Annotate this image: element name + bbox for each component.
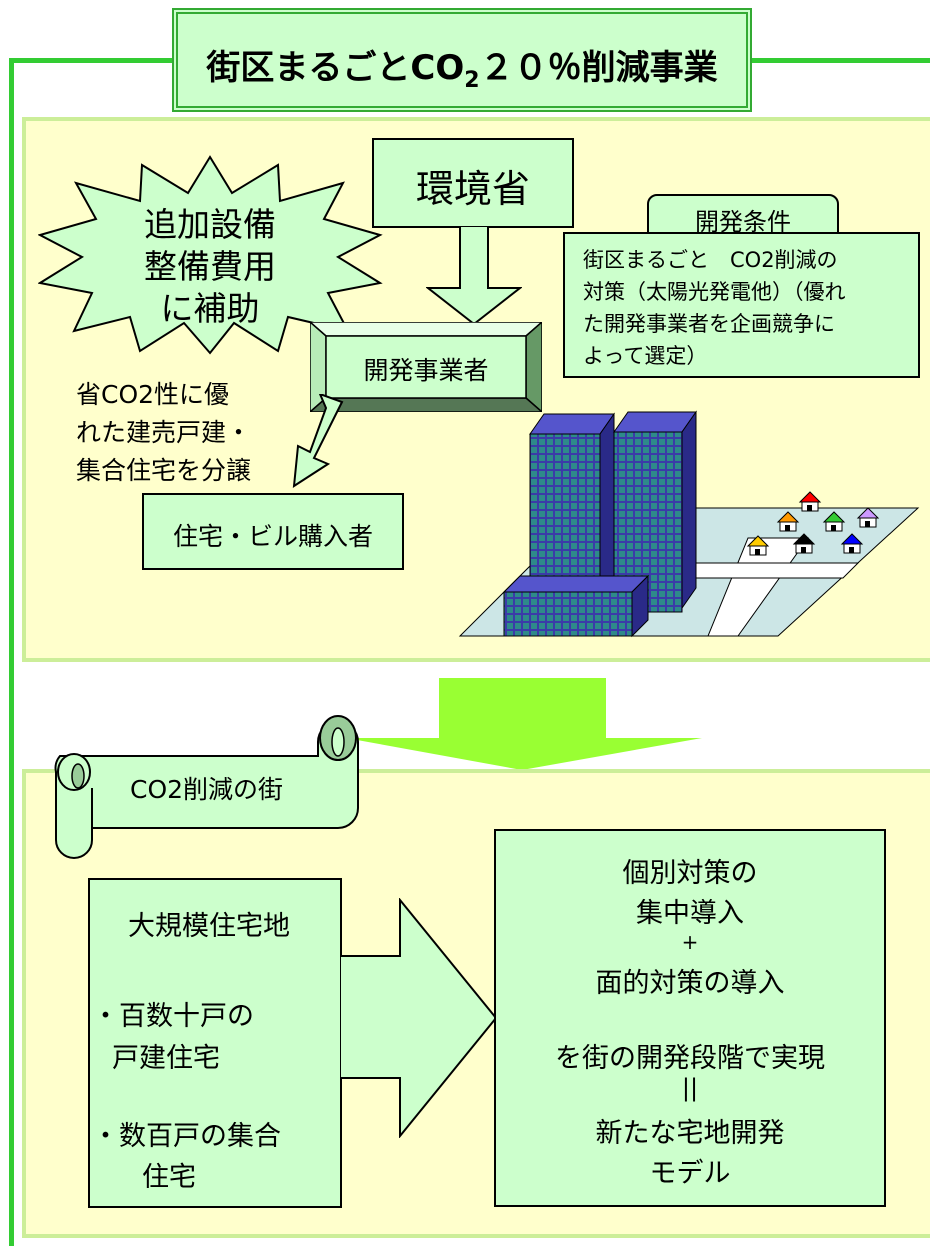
conditions-line-2: 対策（太陽光発電他）（優れ xyxy=(583,280,846,304)
right-line-4: 面的対策の導入 xyxy=(595,968,785,999)
left-line-3: 戸建住宅 xyxy=(112,1043,220,1074)
title-box: 街区まるごとCO2２０％削減事業 xyxy=(174,10,750,110)
right-line-7: 新たな宅地開発 xyxy=(595,1118,785,1149)
frame-top-left-line xyxy=(9,58,179,63)
ministry-down-arrow xyxy=(426,226,522,326)
left-line-1: 大規模住宅地 xyxy=(128,911,290,942)
left-line-2: ・百数十戸の xyxy=(92,1001,254,1032)
scroll-banner xyxy=(54,715,359,859)
right-arrow xyxy=(340,898,498,1138)
sell-line-1: 省CO2性に優 xyxy=(76,380,230,409)
frame-left-line xyxy=(9,60,14,1246)
right-result-box xyxy=(494,829,886,1207)
subsidy-line-2: 整備費用 xyxy=(144,247,276,286)
conditions-line-3: た開発事業者を企画競争に xyxy=(583,312,835,336)
subsidy-line-1: 追加設備 xyxy=(144,205,276,244)
conditions-title: 開発条件 xyxy=(695,208,791,236)
right-line-6: || xyxy=(681,1074,699,1102)
page-title: 街区まるごとCO2２０％削減事業 xyxy=(206,48,718,93)
buyer-box: 住宅・ビル購入者 xyxy=(142,493,404,570)
ministry-label: 環境省 xyxy=(415,167,530,211)
conditions-line-4: よって選定） xyxy=(583,344,708,368)
right-line-8: モデル xyxy=(649,1158,731,1189)
big-down-arrow xyxy=(346,678,702,770)
conditions-box: 街区まるごと CO2削減の 対策（太陽光発電他）（優れ た開発事業者を企画競争に… xyxy=(563,232,920,378)
right-line-3: + xyxy=(681,930,699,954)
ministry-box: 環境省 xyxy=(372,138,574,228)
developer-label: 開発事業者 xyxy=(363,356,489,385)
house-icons xyxy=(746,491,880,556)
sell-line-2: れた建売戸建・ xyxy=(76,418,252,447)
right-line-2: 集中導入 xyxy=(636,898,744,929)
right-line-1: 個別対策の xyxy=(622,858,758,889)
subsidy-starburst xyxy=(38,155,383,355)
frame-top-right-line xyxy=(745,58,930,63)
developer-buyer-arrow xyxy=(292,394,344,488)
right-line-5: を街の開発段階で実現 xyxy=(555,1043,825,1074)
subsidy-line-3: に補助 xyxy=(160,289,260,328)
buyer-label: 住宅・ビル購入者 xyxy=(172,522,373,551)
left-line-5: 住宅 xyxy=(142,1162,196,1193)
conditions-line-1: 街区まるごと CO2削減の xyxy=(583,248,838,272)
scroll-label: CO2削減の街 xyxy=(130,775,284,804)
left-line-4: ・数百戸の集合 xyxy=(92,1121,281,1152)
city-illustration xyxy=(458,410,920,638)
sell-line-3: 集合住宅を分譲 xyxy=(76,456,252,485)
